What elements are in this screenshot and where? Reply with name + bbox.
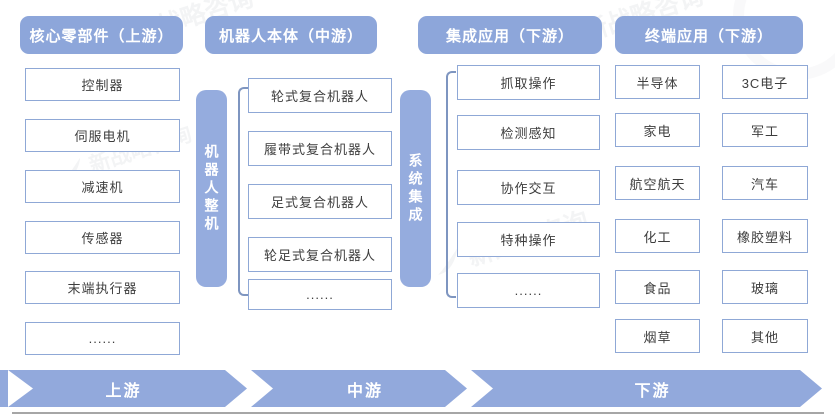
application-box: 特种操作 [457,222,600,257]
robot-type-box: ...... [248,279,392,310]
industry-box: 食品 [615,270,700,304]
bracket-applications [446,71,456,298]
bottom-divider-line [12,412,824,414]
industry-box: 家电 [615,113,700,147]
flow-arrow-downstream: 下游 [471,370,822,407]
industry-box: 半导体 [615,65,700,99]
industry-box: 汽车 [722,166,808,200]
robot-type-box: 履带式复合机器人 [248,131,392,166]
flow-arrow-upstream: 上游 [0,370,247,407]
industry-box: 军工 [722,113,808,147]
header-core-components-upstream: 核心零部件（上游） [20,16,183,54]
industry-box: 烟草 [615,319,700,353]
application-box: 协作交互 [457,170,600,205]
upstream-item-box: 减速机 [25,170,180,203]
industry-box: 其他 [722,319,808,353]
application-box: ...... [457,273,600,308]
upstream-item-box: 末端执行器 [25,271,180,304]
vertical-bar-system-integration: 系统集成 [400,90,431,287]
robot-type-box: 轮足式复合机器人 [248,237,392,272]
upstream-item-box: 伺服电机 [25,119,180,152]
upstream-item-box: 传感器 [25,221,180,254]
robot-type-box: 足式复合机器人 [248,184,392,219]
upstream-item-box: ...... [25,322,180,355]
industry-box: 橡胶塑料 [722,219,808,253]
application-box: 抓取操作 [457,65,600,100]
industry-box: 3C电子 [722,65,808,99]
header-robot-body-midstream: 机器人本体（中游） [205,16,377,54]
application-box: 检测感知 [457,115,600,150]
header-terminal-application-downstream: 终端应用（下游） [615,16,803,54]
upstream-item-box: 控制器 [25,68,180,101]
header-integrated-application-downstream: 集成应用（下游） [418,16,602,54]
industry-box: 化工 [615,219,700,253]
flow-arrow-midstream: 中游 [251,370,467,407]
vertical-bar-robot-complete-machine: 机器人整机 [196,90,227,287]
robot-type-box: 轮式复合机器人 [248,78,392,113]
industry-box: 航空航天 [615,166,700,200]
bracket-robot-types [238,87,248,296]
industry-box: 玻璃 [722,270,808,304]
